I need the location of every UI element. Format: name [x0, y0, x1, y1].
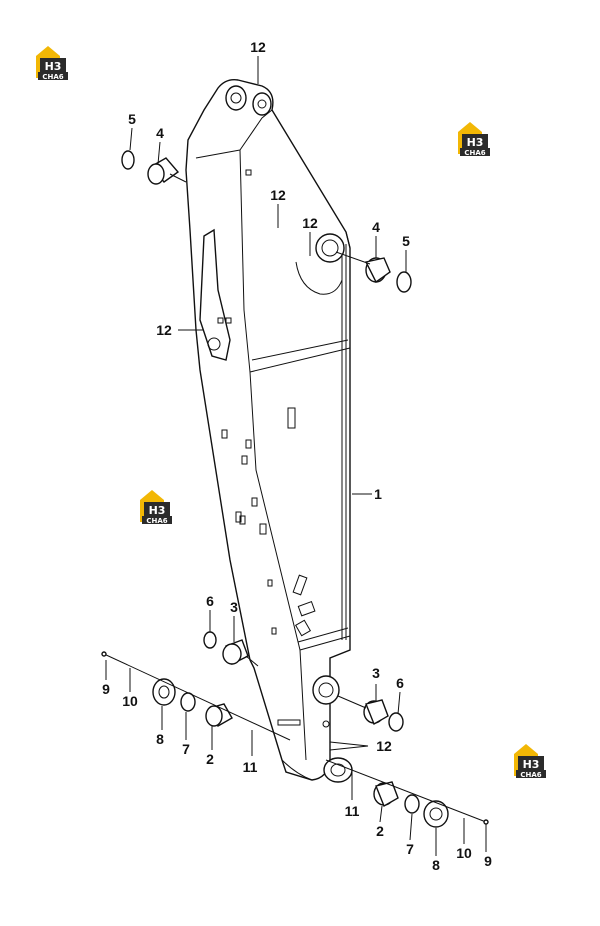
callout-label: 6 — [206, 593, 214, 609]
callout-label: 7 — [406, 841, 414, 857]
bushing-part — [373, 781, 399, 808]
bushing-part — [222, 639, 249, 665]
callout-label: 12 — [302, 215, 318, 231]
arm-assembly — [185, 78, 353, 783]
logo-bottom-text: CHA6 — [520, 771, 541, 779]
logo-watermark: H3 CHA6 — [458, 122, 490, 157]
logo-watermark: H3 CHA6 — [514, 744, 546, 779]
bushing-part — [364, 257, 391, 284]
logo-top-text: H3 — [149, 504, 166, 517]
logo-bottom-text: CHA6 — [146, 517, 167, 525]
logo-top-text: H3 — [467, 136, 484, 149]
callout-label: 3 — [230, 599, 238, 615]
callout-label: 12 — [250, 39, 266, 55]
callout-label: 3 — [372, 665, 380, 681]
callout-label: 2 — [376, 823, 384, 839]
callout-label: 12 — [376, 738, 392, 754]
callout-label: 6 — [396, 675, 404, 691]
callout-label: 1 — [374, 486, 382, 502]
callout-label: 8 — [156, 731, 164, 747]
bushing-part — [205, 703, 233, 727]
logo-watermark: H3 CHA6 — [36, 46, 68, 81]
bushing-part — [147, 157, 180, 185]
callout-label: 4 — [156, 125, 164, 141]
washer-part — [423, 800, 449, 828]
callout-label: 11 — [345, 803, 360, 819]
callout-label: 2 — [206, 751, 214, 767]
callout-label: 7 — [182, 741, 190, 757]
callout-label: 9 — [484, 853, 492, 869]
logo-top-text: H3 — [45, 60, 62, 73]
callout-label: 10 — [122, 693, 138, 709]
callout-label: 5 — [402, 233, 410, 249]
ring-part — [121, 150, 135, 170]
logo-watermark: H3 CHA6 — [140, 490, 172, 525]
callout-label: 9 — [102, 681, 110, 697]
callout-label: 12 — [270, 187, 286, 203]
ring-part — [396, 271, 412, 293]
callout-label: 4 — [372, 219, 380, 235]
logo-top-text: H3 — [523, 758, 540, 771]
leader-lines — [105, 56, 487, 856]
bushing-part — [363, 699, 389, 726]
callout-label: 12 — [156, 322, 172, 338]
logo-bottom-text: CHA6 — [42, 73, 63, 81]
callout-label: 10 — [456, 845, 472, 861]
ring-part — [180, 692, 196, 712]
callout-label: 5 — [128, 111, 136, 127]
logo-bottom-text: CHA6 — [464, 149, 485, 157]
ring-part — [404, 794, 420, 814]
callout-label: 11 — [243, 759, 258, 775]
ring-part — [388, 712, 404, 732]
callout-label: 8 — [432, 857, 440, 873]
washer-part — [152, 678, 176, 706]
ring-part — [203, 631, 217, 649]
